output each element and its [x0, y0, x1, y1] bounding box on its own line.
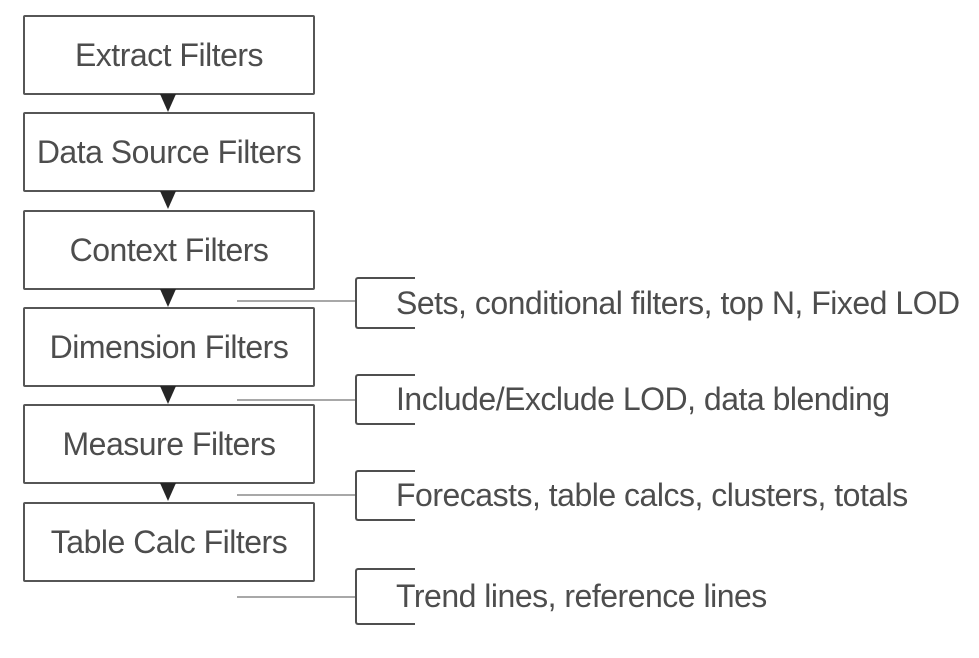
- flow-box-label: Extract Filters: [74, 36, 264, 73]
- annotation-label: Sets, conditional filters, top N, Fixed …: [396, 285, 960, 321]
- annotation-label: Forecasts, table calcs, clusters, totals: [396, 477, 908, 513]
- annotation-label: Trend lines, reference lines: [396, 578, 767, 614]
- flow-box-dimension-filters: Dimension Filters: [23, 307, 315, 387]
- annotation-bracket: [355, 470, 415, 521]
- connector-line: [237, 596, 355, 598]
- connector-line: [237, 300, 355, 302]
- flow-box-label: Data Source Filters: [36, 133, 302, 170]
- flow-box-label: Context Filters: [69, 231, 269, 268]
- annotation-label: Include/Exclude LOD, data blending: [396, 381, 890, 417]
- down-arrow-icon: [160, 94, 176, 112]
- flow-box-label: Dimension Filters: [49, 328, 289, 365]
- connector-line: [237, 494, 355, 496]
- flow-box-context-filters: Context Filters: [23, 210, 315, 290]
- annotation-bracket: [355, 374, 415, 425]
- down-arrow-icon: [160, 191, 176, 209]
- annotation-bracket: [355, 277, 415, 329]
- connector-line: [237, 399, 355, 401]
- flow-box-table-calc-filters: Table Calc Filters: [23, 502, 315, 582]
- down-arrow-icon: [160, 483, 176, 501]
- flow-box-label: Measure Filters: [62, 425, 277, 462]
- flow-box-extract-filters: Extract Filters: [23, 15, 315, 95]
- down-arrow-icon: [160, 386, 176, 404]
- flow-box-label: Table Calc Filters: [50, 523, 288, 560]
- down-arrow-icon: [160, 289, 176, 307]
- annotation-bracket: [355, 568, 415, 625]
- flow-box-data-source-filters: Data Source Filters: [23, 112, 315, 192]
- flow-box-measure-filters: Measure Filters: [23, 404, 315, 484]
